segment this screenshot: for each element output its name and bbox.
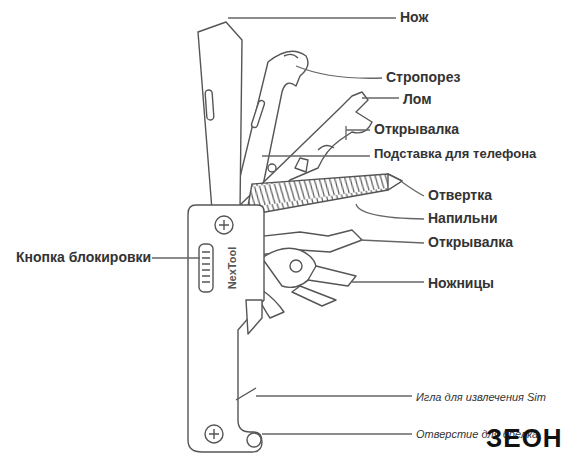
part-label: Ножницы xyxy=(428,276,494,291)
part-label: Открывалка xyxy=(374,122,459,137)
part-label: Нож xyxy=(400,10,428,25)
part-label: Напильни xyxy=(428,211,498,226)
brand-mark: NexTool xyxy=(226,247,238,290)
part-label: Лом xyxy=(403,92,432,107)
part-label: Игла для извлечения Sim xyxy=(416,391,546,403)
part-label: Подставка для телефона xyxy=(374,147,536,161)
part-label: Открывалка xyxy=(428,235,513,250)
watermark: ЗЕОН xyxy=(486,424,563,453)
part-label: Стропорез xyxy=(386,70,460,85)
part-label: Отвертка xyxy=(428,188,492,203)
part-label: Кнопка блокировки xyxy=(16,250,151,265)
